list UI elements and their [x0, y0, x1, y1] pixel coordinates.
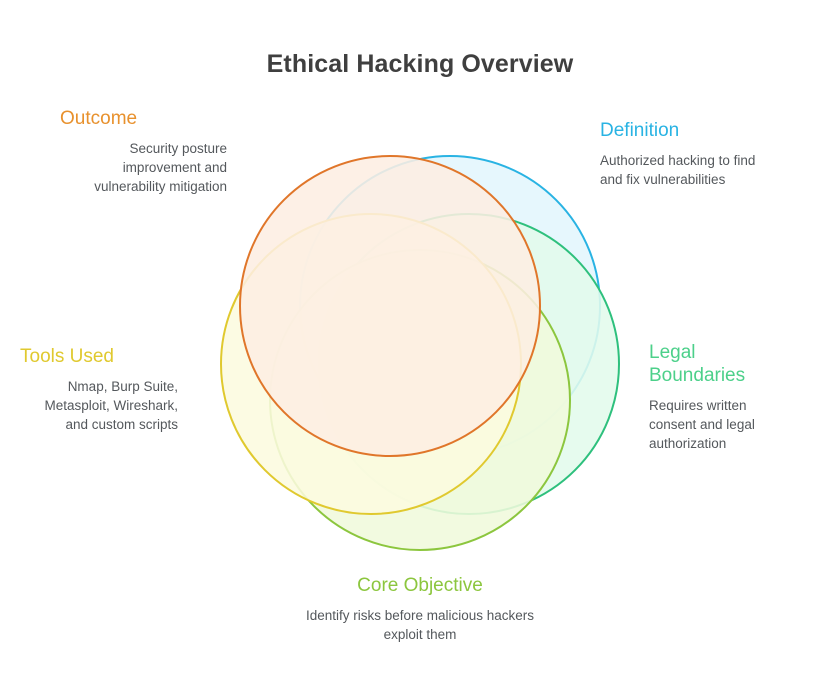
label-block-core-objective: Core Objective Identify risks before mal…: [300, 574, 540, 644]
label-block-definition: Definition Authorized hacking to find an…: [600, 119, 780, 189]
page-title: Ethical Hacking Overview: [266, 50, 574, 78]
venn-diagram: [220, 155, 620, 551]
label-body-outcome: Security posture improvement and vulnera…: [94, 141, 227, 194]
label-heading-outcome: Outcome: [60, 108, 138, 129]
label-body-definition: Authorized hacking to find and fix vulne…: [600, 153, 756, 187]
label-block-legal-boundaries: Legal Boundaries Requires written consen…: [649, 341, 779, 453]
venn-circle-outcome: [239, 155, 541, 457]
label-block-outcome: Outcome Security posture improvement and…: [60, 107, 227, 196]
label-heading-tools-used: Tools Used: [20, 346, 114, 367]
label-block-tools-used: Tools Used Nmap, Burp Suite, Metasploit,…: [20, 345, 178, 434]
label-heading-legal-boundaries: Legal Boundaries: [649, 342, 746, 386]
label-heading-definition: Definition: [600, 120, 680, 141]
label-body-legal-boundaries: Requires written consent and legal autho…: [649, 398, 755, 451]
label-body-core-objective: Identify risks before malicious hackers …: [305, 608, 535, 642]
label-body-tools-used: Nmap, Burp Suite, Metasploit, Wireshark,…: [44, 379, 178, 432]
label-heading-core-objective: Core Objective: [357, 575, 483, 596]
